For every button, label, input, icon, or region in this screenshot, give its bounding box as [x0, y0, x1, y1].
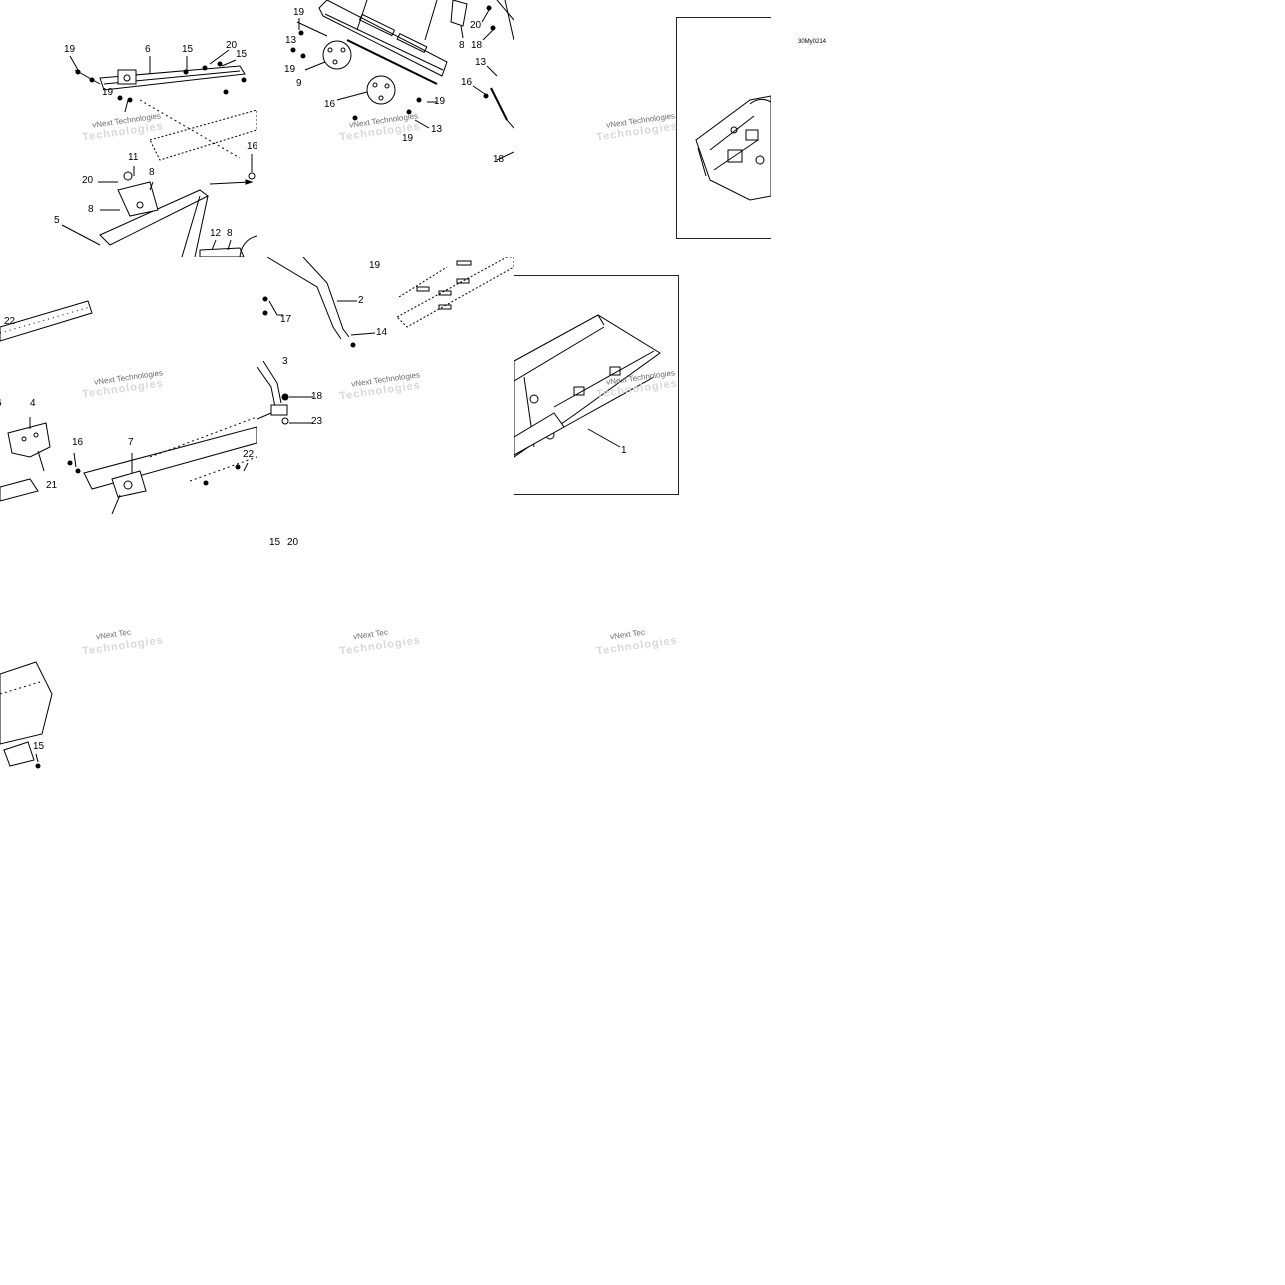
crossmember-drawing: [61, 49, 257, 257]
rear-support-drawing: [257, 257, 514, 425]
diagram-tile-chassis-overview: Technologies vNext Technologies: [514, 0, 771, 257]
callout-23: 23: [311, 416, 323, 427]
callout-16: 16: [72, 437, 84, 448]
watermark-shadow: Technologies: [595, 634, 679, 658]
diagram-tile-complete-frame: 1 Technologies vNext Technologies: [514, 257, 771, 514]
complete-frame-border: [514, 275, 679, 495]
callout-1: 1: [621, 445, 627, 456]
callout-20: 20: [82, 175, 94, 186]
callout-18: 18: [471, 40, 483, 51]
diagram-tile-empty-b: Technologies vNext Tec: [514, 514, 771, 771]
callout-20: 20: [470, 20, 482, 31]
callout-22: 22: [243, 449, 255, 460]
callout-11: 11: [128, 152, 139, 163]
diagram-code: 30My0214: [798, 39, 827, 45]
overview-frame: [676, 17, 771, 239]
fasteners-drawing: [0, 661, 53, 769]
diagram-tile-rear-crossmember: 22 6 4 16 7 21 22 Technologies vNext Tec…: [0, 257, 257, 514]
callout-13: 13: [285, 35, 297, 46]
callout-8: 8: [227, 228, 233, 239]
callout-7: 7: [128, 437, 134, 448]
complete-frame-drawing: [514, 314, 661, 458]
callout-20: 20: [226, 40, 238, 51]
callout-3: 3: [282, 356, 288, 367]
callout-8: 8: [459, 40, 465, 51]
rear-crossmember-drawing: [0, 300, 257, 514]
callout-6: 6: [145, 44, 151, 55]
callout-19: 19: [102, 87, 114, 98]
chassis-overview-drawing: [695, 95, 771, 201]
callout-20: 20: [287, 537, 299, 548]
callout-19: 19: [64, 44, 76, 55]
callout-15: 15: [236, 49, 248, 60]
callout-17: 17: [280, 314, 292, 325]
callout-8: 8: [149, 167, 155, 178]
callout-6: 6: [0, 399, 2, 409]
callout-5: 5: [54, 215, 60, 226]
callout-13: 13: [431, 124, 443, 135]
callout-18: 18: [311, 391, 323, 402]
callout-16: 16: [324, 99, 336, 110]
callout-14: 14: [376, 327, 388, 338]
callout-21: 21: [46, 480, 58, 491]
callout-18: 18: [493, 154, 505, 165]
callout-19: 19: [284, 64, 296, 75]
callout-15: 15: [33, 741, 45, 752]
callout-19: 19: [369, 260, 381, 271]
callout-12: 12: [210, 228, 222, 239]
diagram-tile-front-crossmember: 19 6 15 20 15 19 16 20 11 8 8 5 12 8 Tec…: [0, 0, 257, 257]
diagram-tile-rear-support: 19 2 17 14 3 18 23 Technologies vNext Te…: [257, 257, 514, 514]
callout-8: 8: [88, 204, 94, 215]
watermark-shadow: Technologies: [338, 634, 422, 658]
callout-16: 16: [461, 77, 473, 88]
callout-15: 15: [269, 537, 281, 548]
callout-16: 16: [247, 141, 257, 152]
callout-4: 4: [30, 398, 36, 409]
callout-2: 2: [358, 295, 364, 306]
diagram-tile-code: 30My0214: [771, 0, 1028, 257]
diagram-tile-empty-a: Technologies vNext Tec: [257, 514, 514, 771]
callout-19: 19: [402, 133, 414, 144]
callout-19: 19: [434, 96, 446, 107]
callout-9: 9: [296, 78, 302, 89]
callout-15: 15: [182, 44, 194, 55]
callout-19: 19: [293, 7, 305, 18]
callout-22: 22: [4, 316, 16, 327]
diagram-tile-steering-support: 19 13 19 9 16 8 20 18 13 16 19 13 19 18 …: [257, 0, 514, 257]
steering-support-drawing: [290, 0, 514, 161]
diagram-tile-fasteners: 15 Technologies vNext Tec: [0, 514, 257, 771]
callout-13: 13: [475, 57, 487, 68]
